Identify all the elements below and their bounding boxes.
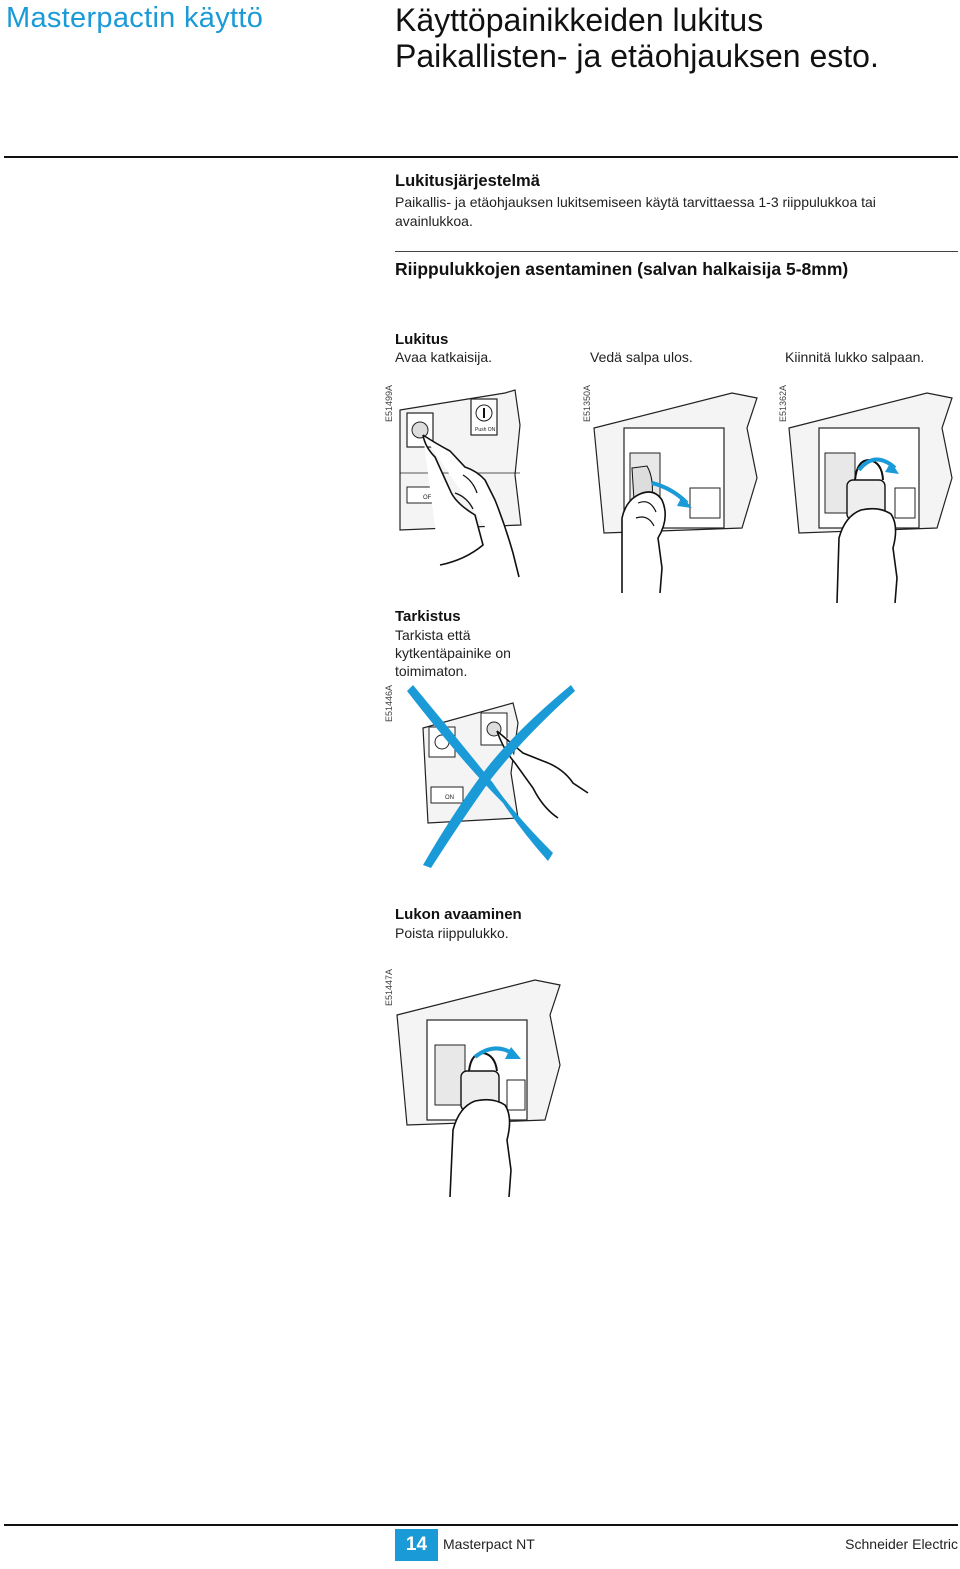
on-label: ON	[445, 795, 454, 801]
page-number: 14	[395, 1529, 438, 1561]
unlock-heading: Lukon avaaminen	[395, 906, 522, 923]
check-heading: Tarkistus	[395, 608, 461, 625]
section-title: Masterpactin käyttö	[6, 2, 264, 34]
step2-caption: Vedä salpa ulos.	[590, 349, 693, 365]
system-text-line1: Paikallis- ja etäohjauksen lukitsemiseen…	[395, 194, 876, 210]
check-line1: Tarkista että	[395, 627, 471, 643]
check-line2: kytkentäpainike on	[395, 645, 511, 661]
figure-code-1: E51499A	[384, 384, 394, 422]
system-heading: Lukitusjärjestelmä	[395, 172, 540, 190]
step1-caption: Avaa katkaisija.	[395, 349, 493, 365]
system-text-line2: avainlukkoa.	[395, 213, 473, 229]
section-divider	[395, 251, 958, 252]
footer-divider	[4, 1524, 958, 1526]
page-subtitle: Paikallisten- ja etäohjauksen esto.	[395, 38, 879, 74]
unlock-caption: Poista riippulukko.	[395, 925, 509, 941]
step3-caption: Kiinnitä lukko salpaan.	[785, 349, 925, 365]
footer-product: Masterpact NT	[443, 1536, 535, 1552]
figure-remove-lock	[396, 979, 561, 1198]
footer-brand: Schneider Electric	[845, 1536, 958, 1552]
figure-check-disabled: ON	[407, 685, 589, 868]
header-divider	[4, 156, 958, 158]
page-title: Käyttöpainikkeiden lukitus	[395, 2, 764, 38]
figure-attach-lock	[788, 392, 953, 604]
check-line3: toimimaton.	[395, 663, 468, 679]
figure-pull-latch	[593, 392, 758, 594]
push-on-label: Push ON	[475, 427, 496, 433]
figure-code-5: E51447A	[384, 968, 394, 1006]
figure-code-2: E51350A	[582, 384, 592, 422]
figure-open-breaker: Push ON OFF	[399, 389, 522, 578]
off-label: OFF	[423, 495, 435, 501]
install-heading: Riippulukkojen asentaminen (salvan halka…	[395, 259, 849, 279]
locking-heading: Lukitus	[395, 331, 449, 348]
